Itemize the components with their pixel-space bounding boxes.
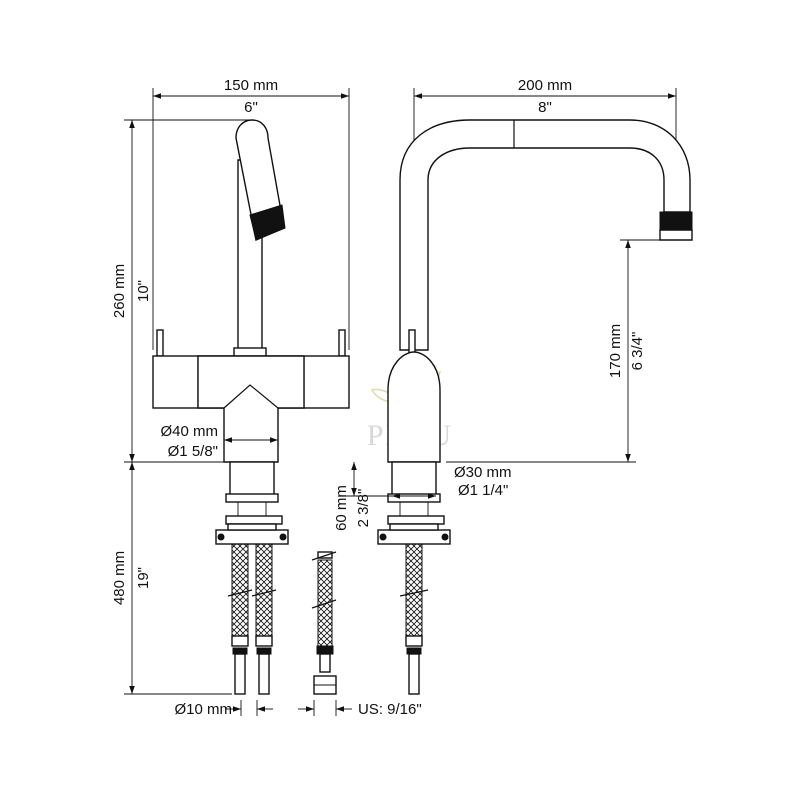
base-dia-mm-label: Ø40 mm	[160, 423, 218, 440]
front-view	[152, 119, 350, 695]
clearance-in-label: 6 3/4"	[629, 332, 646, 371]
clearance-mm-label: 170 mm	[607, 324, 624, 378]
hose-length-in-label: 19"	[135, 567, 152, 589]
dimension-labels: 150 mm 6" 200 mm 8" 260 mm 10" 480 mm 19…	[111, 77, 646, 718]
side-width-in-label: 8"	[538, 99, 552, 116]
base-dia-in-label: Ø1 5/8"	[168, 443, 218, 460]
height-mm-label: 260 mm	[111, 264, 128, 318]
hole-dia-mm-label: Ø30 mm	[454, 464, 512, 481]
hose-length-mm-label: 480 mm	[111, 551, 128, 605]
thread-us-label: US: 9/16"	[358, 701, 422, 718]
front-width-in-label: 6"	[244, 99, 258, 116]
height-in-label: 10"	[135, 280, 152, 302]
side-width-mm-label: 200 mm	[518, 77, 572, 94]
shank-in-label: 2 3/8"	[355, 489, 372, 528]
shank-mm-label: 60 mm	[333, 485, 350, 531]
loose-hose	[311, 551, 337, 695]
hole-dia-in-label: Ø1 1/4"	[458, 482, 508, 499]
side-view	[377, 119, 693, 695]
dimension-lines	[124, 88, 677, 716]
front-width-mm-label: 150 mm	[224, 77, 278, 94]
hose-dia-label: Ø10 mm	[174, 701, 232, 718]
